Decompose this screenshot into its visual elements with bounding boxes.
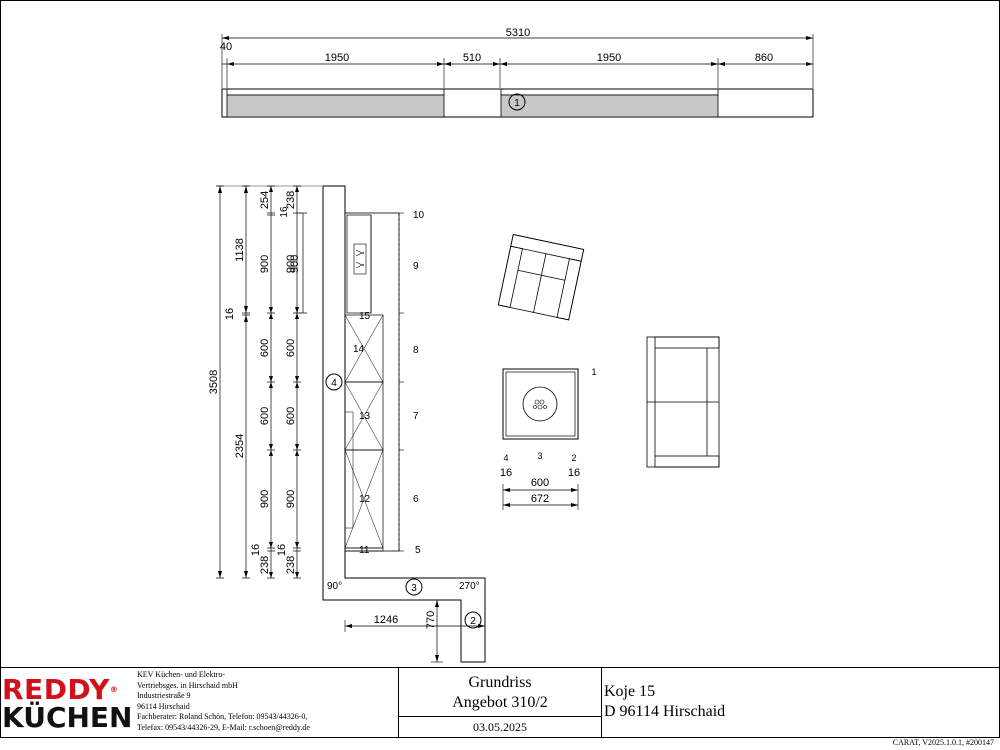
dim-col3-4: 600 (259, 339, 271, 357)
dim-top-total: 5310 (506, 27, 530, 39)
dim-top-segment-4: 860 (755, 52, 773, 64)
position-label-14: 14 (353, 344, 365, 355)
wall-marker-4: 4 (331, 378, 337, 389)
angle-label-left: 90° (327, 581, 342, 592)
dim-table-outer: 672 (531, 493, 549, 505)
dim-col4-7: 238 (285, 556, 297, 574)
table-side-4: 4 (503, 453, 508, 463)
position-label-8: 8 (413, 345, 419, 356)
sofa-symbol (646, 336, 720, 468)
dim-bottom-width: 1246 (374, 614, 398, 626)
dim-col4-2: 900 (285, 255, 297, 273)
project-info: Koje 15 D 96114 Hirschaid (604, 682, 725, 722)
footer-title-block (0, 667, 999, 738)
dim-col3-8: 238 (259, 556, 271, 574)
software-version: CARAT, V2025.1.0.1, #200147 (892, 738, 994, 747)
left-dimension-lines (216, 185, 322, 579)
dim-col4-3: 600 (285, 339, 297, 357)
dim-left-a: 1138 (234, 238, 246, 262)
dim-left-c: 2354 (234, 434, 246, 458)
dealer-line: Vertriebsges. in Hirschaid mbH (137, 680, 238, 690)
dealer-line: Fachberater: Roland Schön, Telefon: 0954… (137, 712, 308, 722)
armchair-symbol (497, 234, 585, 321)
position-label-6: 6 (413, 494, 419, 505)
dim-table-left-gap: 16 (500, 467, 512, 479)
position-label-9: 9 (413, 261, 419, 272)
angle-label-right: 270° (459, 581, 480, 592)
table-side-3: 3 (537, 451, 542, 461)
position-label-11: 11 (359, 545, 370, 556)
dim-table-inner: 600 (531, 477, 549, 489)
position-label-7: 7 (413, 411, 419, 422)
dim-top-segment-2: 510 (463, 52, 481, 64)
drawing-title: Grundriss (468, 674, 532, 691)
logo-registered-mark: ® (109, 685, 119, 694)
left-dimension-arrows (218, 186, 299, 578)
dim-col4-1: 238 (285, 191, 297, 209)
drawing-title-box: Grundriss Angebot 310/2 03.05.2025 (398, 667, 602, 737)
position-label-5: 5 (415, 545, 421, 556)
dim-col3-3: 900 (259, 255, 271, 273)
dim-left-b: 16 (224, 308, 236, 320)
position-label-12: 12 (359, 494, 371, 505)
logo-line-2: KÜCHEN (2, 701, 133, 734)
dim-top-segment-1: 1950 (325, 52, 349, 64)
dim-col3-6: 900 (259, 490, 271, 508)
dim-bottom-depth: 770 (425, 611, 437, 629)
wall-marker-3: 3 (411, 583, 417, 594)
offer-number: Angebot 310/2 (452, 694, 548, 711)
dealer-line: 96114 Hirschaid (137, 701, 190, 711)
position-label-10: 10 (413, 210, 425, 221)
logo-line-1: REDDY (2, 673, 110, 706)
dim-col4-5: 900 (285, 490, 297, 508)
dim-col4-4: 600 (285, 407, 297, 425)
top-elevation (221, 34, 814, 118)
dealer-line: Telefax: 09543/44326-29, E-Mail: r.schoe… (137, 722, 310, 732)
dim-col3-7: 16 (250, 544, 262, 556)
project-name: Koje 15 (604, 683, 656, 700)
project-location: D 96114 Hirschaid (604, 703, 726, 720)
dim-col4-6: 16 (276, 544, 288, 556)
reddy-logo: REDDY® KÜCHEN (2, 676, 132, 732)
dim-table-right-gap: 16 (568, 467, 580, 479)
wall-marker-2: 2 (470, 616, 476, 627)
dealer-line: Industriestraße 9 (137, 691, 191, 701)
dim-left-total: 3508 (208, 370, 220, 394)
table-side-2: 2 (571, 453, 576, 463)
dim-side-detail: 900 (289, 255, 301, 273)
table-side-1: 1 (591, 367, 596, 377)
drawing-date: 03.05.2025 (399, 716, 601, 737)
position-label-15: 15 (359, 311, 371, 322)
dim-top-segment-3: 1950 (597, 52, 621, 64)
wall-marker-1: 1 (514, 98, 520, 109)
dim-col3-5: 600 (259, 407, 271, 425)
dim-col3-1: 254 (259, 191, 271, 209)
dealer-address: KEV Küchen- und Elektro- Vertriebsges. i… (137, 670, 397, 734)
dealer-line: KEV Küchen- und Elektro- (137, 670, 226, 679)
dim-col3-2: 16 (279, 206, 290, 218)
dim-top-offset: 40 (220, 41, 232, 53)
plan-dim-arrows (345, 600, 485, 662)
table-symbol (502, 368, 579, 510)
position-label-13: 13 (359, 411, 371, 422)
